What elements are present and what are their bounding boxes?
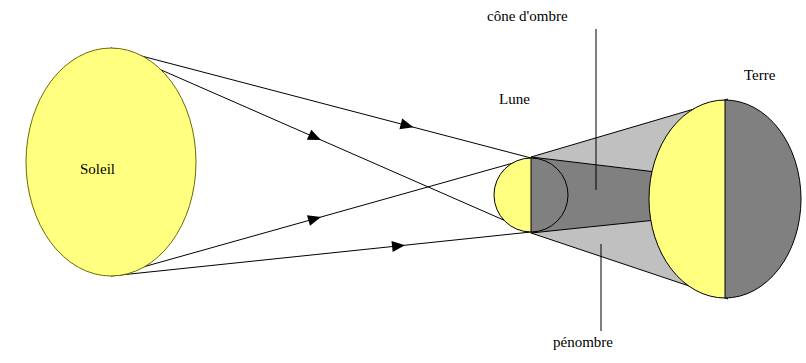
- leader-line: [596, 29, 597, 190]
- disc-shape: [493, 157, 569, 233]
- body-name: Terre: [744, 67, 775, 84]
- lit-half: [649, 100, 725, 298]
- body-name: Soleil: [80, 161, 115, 178]
- arrow-head: [399, 119, 413, 130]
- terminator-line: [531, 158, 532, 232]
- lit-half: [494, 158, 531, 232]
- region-label: pénombre: [553, 334, 613, 351]
- arrow-head: [307, 130, 321, 140]
- lit-disc: [26, 48, 196, 276]
- dark-half: [531, 158, 568, 232]
- disc-outline: [649, 100, 801, 298]
- earth-disc: Terre: [648, 99, 802, 299]
- leader-line: [601, 244, 602, 331]
- disc-shape: [648, 99, 802, 299]
- region-label: cône d'ombre: [487, 8, 568, 25]
- disc-outline: [494, 158, 568, 232]
- umbra-cone: [531, 157, 656, 233]
- arrow-head: [391, 241, 405, 252]
- sun-disc: Soleil: [25, 47, 197, 277]
- arrow-head: [307, 215, 321, 226]
- dark-half: [725, 100, 801, 298]
- terminator-line: [725, 100, 726, 298]
- body-name: Lune: [499, 91, 530, 108]
- moon-disc: Lune: [493, 157, 569, 233]
- penumbra-region: [531, 99, 728, 299]
